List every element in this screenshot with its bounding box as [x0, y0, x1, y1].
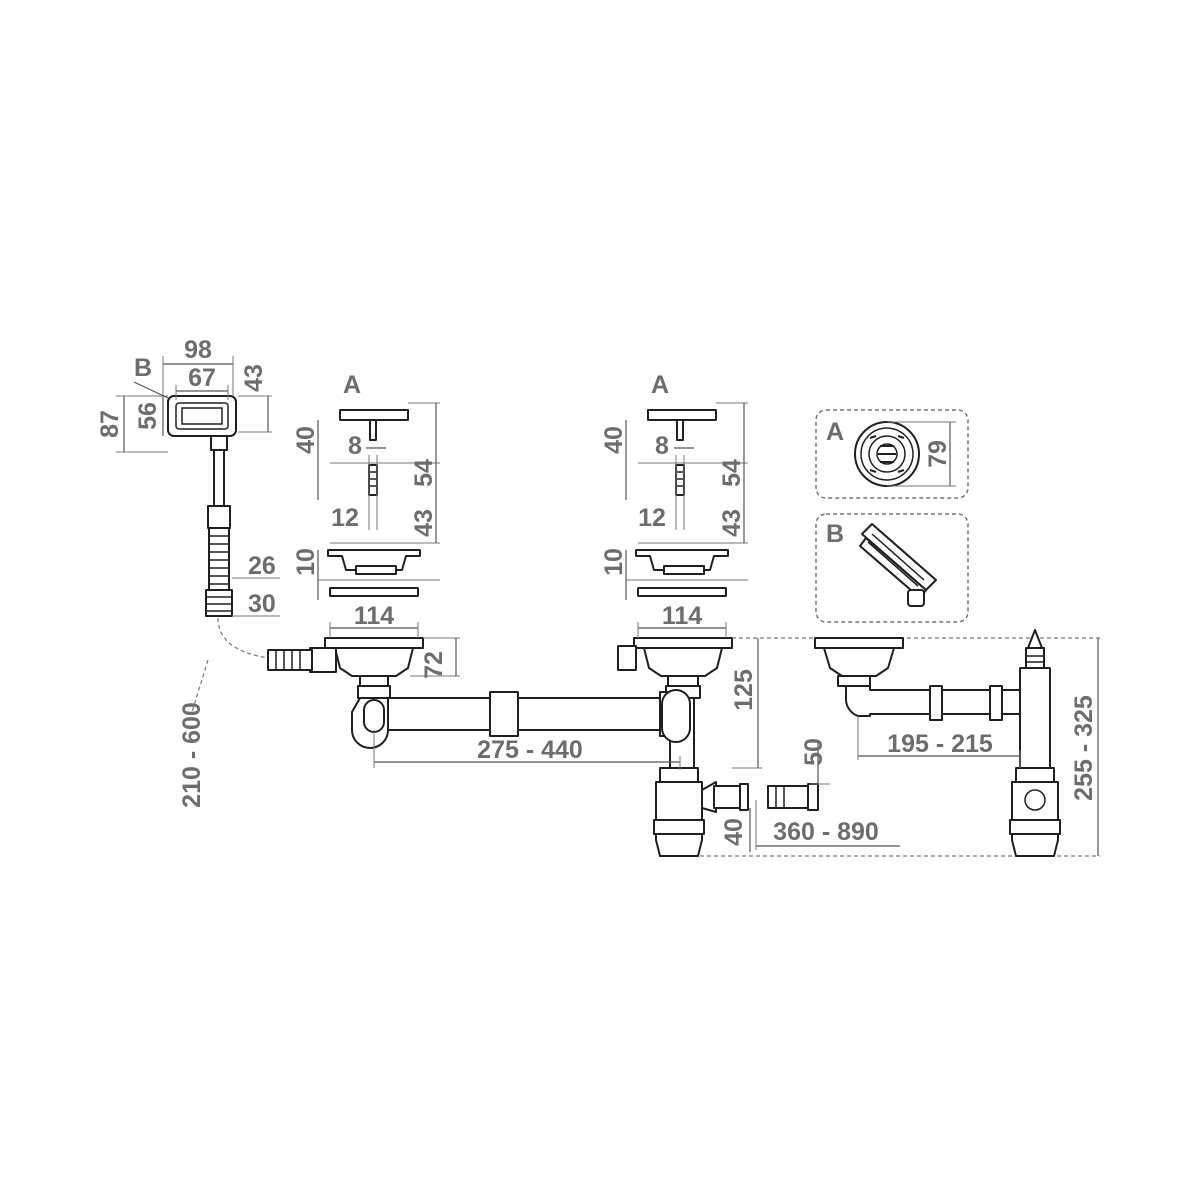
- outlet-height-50: 50: [800, 738, 828, 766]
- hose-diameter-26: 26: [248, 552, 276, 580]
- siphon-height-255-325: 255 - 325: [1070, 695, 1098, 801]
- assembly-dimensions: [373, 730, 900, 852]
- hose-diameter-30: 30: [248, 590, 276, 618]
- strainer-labels-left: A 40 8 54 12 43 10 114 72: [292, 371, 448, 679]
- single-siphon-labels: 195 - 215 255 - 325: [887, 695, 1098, 801]
- strainer-right-height-40: 40: [600, 426, 628, 454]
- detail-b-box: B: [815, 513, 969, 623]
- overflow-width-98: 98: [184, 336, 212, 364]
- overflow-width-67: 67: [188, 364, 216, 392]
- strainer-right-height-43: 43: [718, 509, 746, 537]
- corrugated-hose: [208, 527, 230, 591]
- strainer-right-height-125: 125: [730, 669, 758, 711]
- strainer-left-height-10: 10: [292, 548, 320, 576]
- strainer-left-diameter-12: 12: [331, 504, 359, 532]
- strainer-left-width-114: 114: [354, 602, 394, 630]
- siphon-length-195-215: 195 - 215: [887, 730, 993, 758]
- overflow-height-56: 56: [134, 402, 162, 430]
- strainer-left-letter: A: [343, 371, 361, 399]
- outlet-length-360-890: 360 - 890: [773, 818, 879, 846]
- overflow-letter: B: [134, 354, 152, 382]
- overflow-height-43: 43: [240, 364, 268, 392]
- hose-length-210-600: 210 - 600: [178, 702, 206, 808]
- detail-a-box: A 79: [815, 409, 969, 499]
- strainer-right-height-54: 54: [718, 459, 746, 487]
- strainer-left-height-40: 40: [292, 426, 320, 454]
- assembly-labels: 275 - 440 50 40 360 - 890: [477, 736, 879, 846]
- overflow-hose-nipple: [267, 649, 313, 671]
- overflow-labels: B 98 67 43 56 87 26 30 210 - 600: [96, 336, 276, 808]
- detail-a-diameter-79: 79: [924, 440, 952, 468]
- strainer-dimensions-right: [625, 402, 1100, 857]
- overflow-height-87: 87: [96, 410, 124, 438]
- strainer-right-letter: A: [651, 371, 669, 399]
- strainer-right-diameter-12: 12: [638, 504, 666, 532]
- outlet-diameter-40: 40: [720, 818, 748, 846]
- strainer-labels-right: A 40 8 54 12 43 10 114 125: [600, 371, 758, 711]
- strainer-right-diameter-8: 8: [655, 432, 669, 460]
- strainer-dimensions-left: [317, 402, 460, 677]
- overflow-assembly: [167, 395, 269, 713]
- strainer-left-height-54: 54: [410, 459, 438, 487]
- detail-b-letter: B: [826, 520, 844, 548]
- strainer-left-height-72: 72: [420, 651, 448, 679]
- strainer-right-height-10: 10: [600, 548, 628, 576]
- pipe-length-275-440: 275 - 440: [477, 736, 583, 764]
- single-siphon-dimensions: [857, 638, 1099, 856]
- strainer-assembly-right: [387, 409, 819, 857]
- strainer-right-width-114: 114: [662, 602, 702, 630]
- overflow-dimensions: [116, 356, 280, 617]
- detail-a-letter: A: [826, 418, 844, 446]
- single-siphon-assembly: [814, 629, 1061, 857]
- strainer-left-height-43: 43: [410, 509, 438, 537]
- strainer-left-diameter-8: 8: [348, 432, 362, 460]
